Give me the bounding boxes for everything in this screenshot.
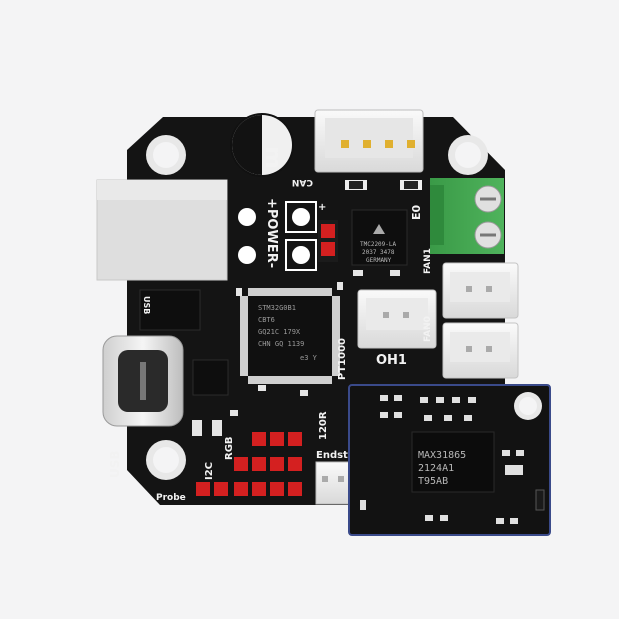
driver-chip: TMC2209-LA 2037 3478 GERMANY <box>351 209 408 266</box>
max31865-daughterboard: MAX31865 2124A1 T95AB <box>348 384 551 536</box>
label-i2c: I2C <box>204 462 215 480</box>
mcu-line-5: e3 Y <box>300 354 318 362</box>
max-line-1: MAX31865 <box>418 450 466 461</box>
electrolytic-capacitor: m <box>230 113 294 177</box>
heater-terminal-block <box>430 178 504 254</box>
label-endstop: Endstop <box>316 450 362 461</box>
label-usb: USB <box>108 450 122 478</box>
mcu-chip: STM32G0B1 CBT6 GQ21C 179X CHN GQ 1139 e3… <box>240 288 340 384</box>
mcu-line-3: GQ21C 179X <box>258 328 301 336</box>
max-line-3: T95AB <box>418 476 448 487</box>
mounting-hole-top-right <box>448 135 488 175</box>
label-e0: E0 <box>410 204 423 220</box>
mcu-line-2: CBT6 <box>258 316 275 324</box>
small-ic <box>192 359 229 396</box>
small-ic <box>139 289 201 331</box>
label-can: CAN <box>292 177 313 187</box>
top-4pin-connector <box>314 109 424 173</box>
capacitor-mark: m <box>260 146 285 169</box>
label-120r: 120R <box>318 411 329 440</box>
max31865-chip <box>411 431 495 493</box>
jumper-header <box>318 220 338 262</box>
pt1000-connector <box>357 289 437 349</box>
driver-line-3: GERMANY <box>366 257 392 264</box>
driver-line-2: 2037 3478 <box>362 249 395 256</box>
fan0-connector <box>442 322 519 379</box>
side-connector-block <box>96 179 228 281</box>
max-line-2: 2124A1 <box>418 463 454 474</box>
mounting-hole-bottom-left <box>146 440 186 480</box>
label-rgb: RGB <box>224 436 235 460</box>
label-pt1000: PT1000 <box>337 338 348 380</box>
mounting-hole-top-left <box>146 135 186 175</box>
red-header-pins <box>196 432 302 496</box>
label-power: +POWER- <box>264 198 279 268</box>
label-usb-top: USB <box>142 296 151 314</box>
label-fan1: FAN1 <box>423 248 433 274</box>
label-plus: + <box>318 202 326 213</box>
driver-line-1: TMC2209-LA <box>360 241 397 248</box>
power-pads <box>232 193 317 278</box>
label-oh1: OH1 <box>376 353 407 368</box>
usb-c-port <box>102 335 184 427</box>
label-fan0: FAN0 <box>423 316 433 342</box>
mcu-line-4: CHN GQ 1139 <box>258 340 304 348</box>
label-probe: Probe <box>156 493 186 503</box>
smd-pads <box>192 270 400 436</box>
mcu-line-1: STM32G0B1 <box>258 304 296 312</box>
fan1-connector <box>442 262 519 319</box>
